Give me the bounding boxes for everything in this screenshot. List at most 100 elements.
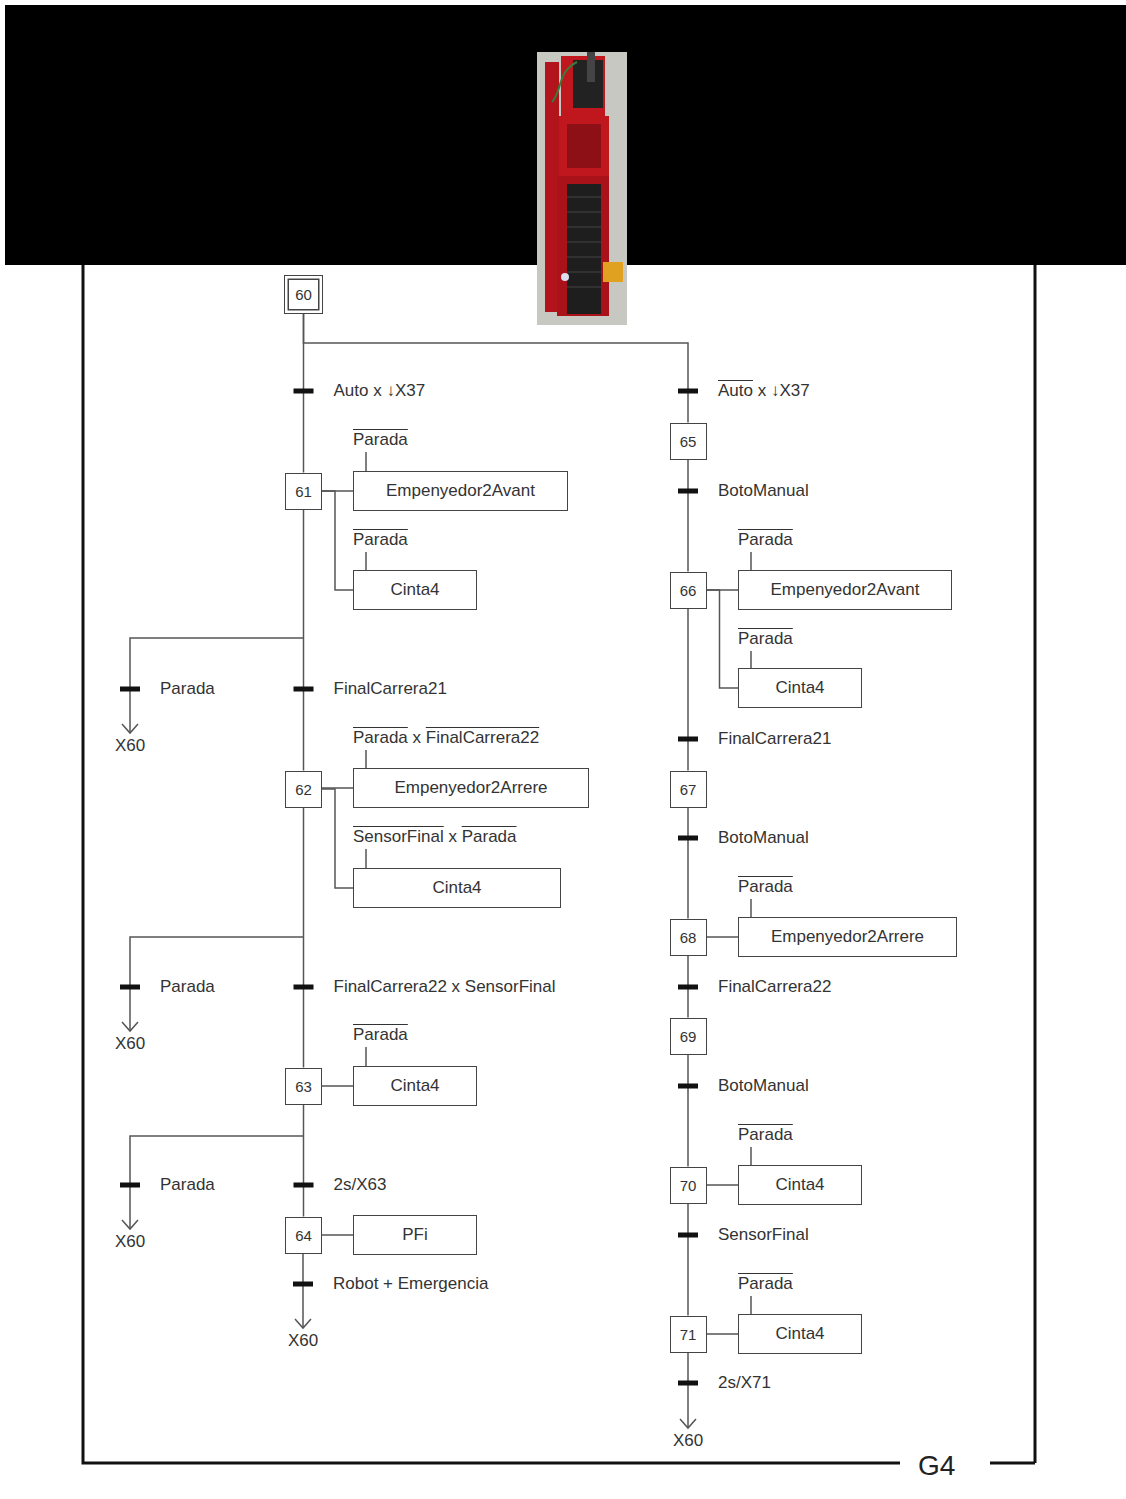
label: SensorFinal x Parada (353, 827, 517, 847)
negated-signal: Parada (738, 877, 793, 896)
transition-condition-text: SensorFinal (718, 1225, 809, 1244)
action-text: Empenyedor2Arrere (771, 927, 924, 947)
connector (294, 808, 314, 1068)
condition-text: Parada x FinalCarrera22 (353, 728, 539, 747)
connector-line (303, 1105, 305, 1217)
step-box: 68 (670, 919, 707, 956)
action-text: Empenyedor2Avant (386, 481, 535, 501)
action-box: Cinta4 (353, 570, 477, 610)
transition-condition-text: Auto x ↓X37 (718, 381, 810, 400)
condition-text: Parada (738, 1274, 793, 1293)
action-box: Cinta4 (738, 668, 862, 708)
action-text: Cinta4 (390, 1076, 439, 1096)
step-number: 67 (680, 781, 697, 798)
negated-signal: Parada (738, 1274, 793, 1293)
condition-text: Parada (353, 430, 408, 449)
negated-signal: FinalCarrera22 (426, 728, 539, 747)
transition-condition: FinalCarrera21 (718, 729, 831, 749)
transition-condition-text: FinalCarrera21 (718, 729, 831, 748)
step-number: 69 (680, 1028, 697, 1045)
connector (707, 1185, 739, 1186)
action-text: Cinta4 (390, 580, 439, 600)
label: Parada (738, 1274, 793, 1294)
transition-condition-text: BotoManual (718, 481, 809, 500)
transition-bar (678, 737, 698, 742)
connector (678, 609, 698, 771)
condition-text: 2s/X71 (718, 1373, 771, 1392)
transition-bar (678, 1233, 698, 1238)
transition-condition: BotoManual (718, 828, 809, 848)
connector-line (304, 314, 689, 423)
connector (678, 808, 698, 919)
label: Parada (353, 430, 408, 450)
action-box: Cinta4 (738, 1314, 862, 1354)
connector-line (687, 808, 689, 919)
step-number: 65 (680, 433, 697, 450)
connector (294, 1105, 314, 1217)
connector (678, 1055, 698, 1167)
connector-line (322, 1085, 353, 1087)
transition-condition-text: FinalCarrera22 x SensorFinal (334, 977, 556, 996)
connector (294, 510, 314, 771)
condition-text: Parada (738, 629, 793, 648)
action-text: Empenyedor2Avant (770, 580, 919, 600)
transition-condition: FinalCarrera22 (718, 977, 831, 997)
connector-line (687, 1204, 689, 1316)
step-box: 67 (670, 771, 707, 808)
step-number: 68 (680, 929, 697, 946)
action-text: PFi (402, 1225, 428, 1245)
transition-condition-text: BotoManual (718, 828, 809, 847)
transition-condition: 2s/X63 (334, 1175, 387, 1195)
connector-line (322, 1234, 353, 1236)
negated-signal: Parada (738, 530, 793, 549)
action-box: Empenyedor2Avant (353, 471, 568, 511)
frame (83, 265, 1035, 1463)
transition-bars (120, 687, 698, 1386)
step-box: 66 (670, 572, 707, 609)
connector (707, 1334, 739, 1335)
condition-text: Parada (353, 1025, 408, 1044)
label: Parada x FinalCarrera22 (353, 728, 539, 748)
connector-line (322, 789, 353, 888)
transition-condition-text: FinalCarrera21 (334, 679, 447, 698)
connector (707, 937, 739, 938)
action-text: Cinta4 (432, 878, 481, 898)
label: Robot + Emergencia (333, 1274, 488, 1294)
transition-bar (294, 985, 314, 990)
negated-signal: Parada (353, 430, 408, 449)
transition-bar (678, 489, 698, 494)
step-reference: X60 (115, 1232, 145, 1251)
connector-line (707, 1184, 739, 1186)
connector-line (687, 1055, 689, 1167)
step-box: 70 (670, 1167, 707, 1204)
condition-text: Robot + Emergencia (333, 1274, 488, 1293)
connector (678, 1204, 698, 1316)
negated-signal: Parada (353, 728, 408, 747)
step-number: 60 (295, 286, 312, 303)
sheet-label: G4 (918, 1450, 955, 1481)
negated-signal: Auto (718, 381, 753, 400)
connector (678, 956, 698, 1018)
connector (322, 491, 353, 590)
transition-bar (678, 389, 698, 394)
label: Parada (353, 1025, 408, 1045)
label: Parada (353, 530, 408, 550)
step-number: 61 (295, 483, 312, 500)
transition-condition: BotoManual (718, 481, 809, 501)
transition-condition: FinalCarrera21 (334, 679, 447, 699)
action-text: Empenyedor2Arrere (394, 778, 547, 798)
label: 2s/X71 (718, 1373, 771, 1393)
transition-condition-text: 2s/X63 (334, 1175, 387, 1194)
negated-signal: Parada (738, 1125, 793, 1144)
connector-line (707, 1333, 739, 1335)
connector (322, 1086, 353, 1087)
label: Parada (738, 629, 793, 649)
label: X60 (288, 1331, 318, 1351)
step-reference: X60 (288, 1331, 318, 1350)
connector-line (707, 936, 739, 938)
transition-condition-text: FinalCarrera22 (718, 977, 831, 996)
step-box: 63 (285, 1068, 322, 1105)
transition-condition-text: Auto x ↓X37 (334, 381, 426, 400)
